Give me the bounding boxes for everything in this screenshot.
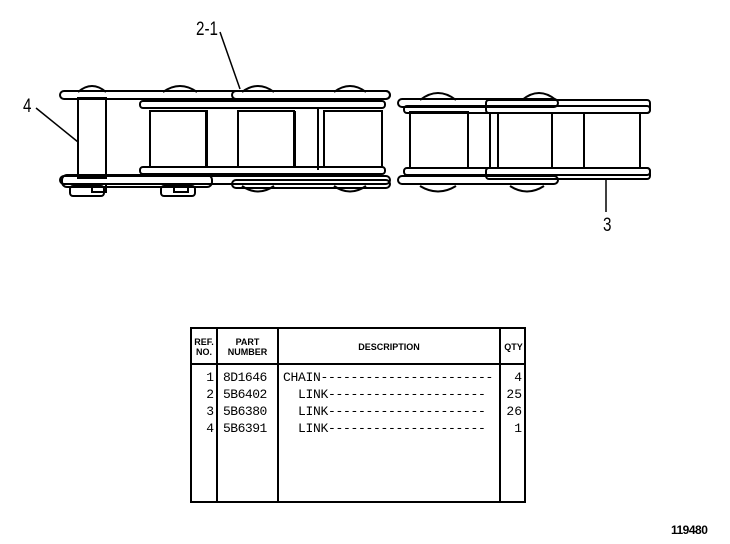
callout-3: 3: [603, 215, 612, 236]
callout-2-1: 2-1: [196, 19, 218, 40]
header-part-number: PART NUMBER: [227, 337, 268, 357]
table-row: 3 5B6380 LINK--------------------- 26: [206, 404, 522, 419]
figure-number: 119480: [671, 523, 708, 537]
header-ref-no: REF. NO.: [194, 337, 214, 357]
parts-list-table: REF. NO. PART NUMBER DESCRIPTION QTY 1 8…: [190, 327, 526, 503]
header-qty: QTY: [504, 342, 523, 352]
table-row: 2 5B6402 LINK--------------------- 25: [206, 387, 522, 402]
table-row: 4 5B6391 LINK--------------------- 1: [206, 421, 522, 436]
callout-4: 4: [23, 96, 32, 117]
table-row: 1 8D1646 CHAIN------------------------ 4: [206, 370, 522, 385]
roller-chain-illustration: [35, 31, 651, 212]
header-description: DESCRIPTION: [358, 342, 420, 352]
